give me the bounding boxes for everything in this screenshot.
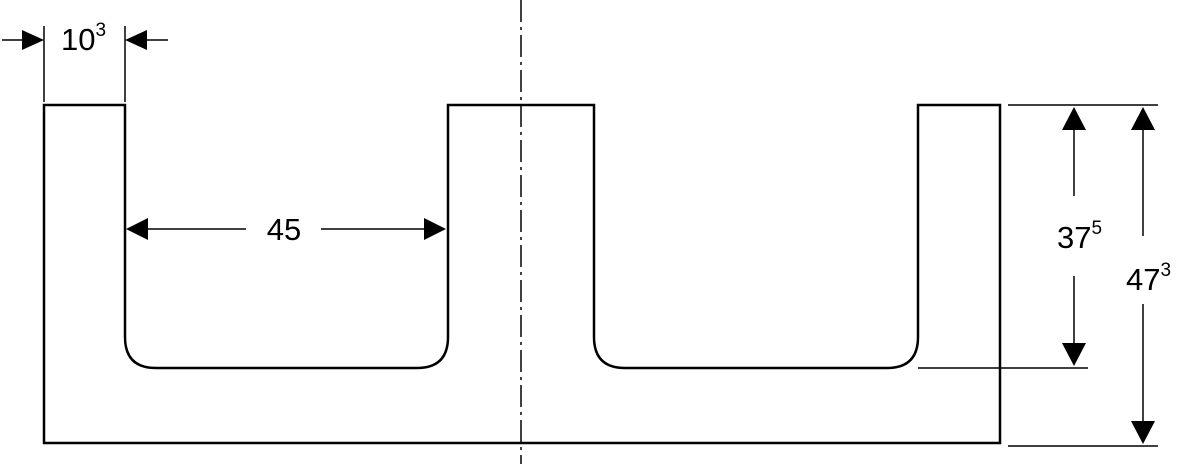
svg-text:375: 375 bbox=[1057, 218, 1102, 255]
inner-depth-superscript: 5 bbox=[1091, 218, 1102, 239]
total-height-value: 47 bbox=[1126, 262, 1160, 297]
dimension-inner-depth: 375 bbox=[1057, 107, 1102, 366]
svg-text:473: 473 bbox=[1126, 260, 1171, 297]
inner-width-value: 45 bbox=[267, 212, 301, 247]
total-height-superscript: 3 bbox=[1160, 260, 1171, 281]
dimension-inner-width: 45 bbox=[126, 212, 446, 247]
dimension-wall-thickness: 103 bbox=[2, 20, 168, 102]
profile-outline bbox=[42, 103, 1002, 445]
dimension-total-height: 473 bbox=[1126, 107, 1171, 444]
wall-thickness-superscript: 3 bbox=[95, 20, 106, 41]
svg-text:103: 103 bbox=[61, 20, 106, 57]
inner-depth-value: 37 bbox=[1057, 220, 1091, 255]
wall-thickness-value: 10 bbox=[61, 22, 95, 57]
